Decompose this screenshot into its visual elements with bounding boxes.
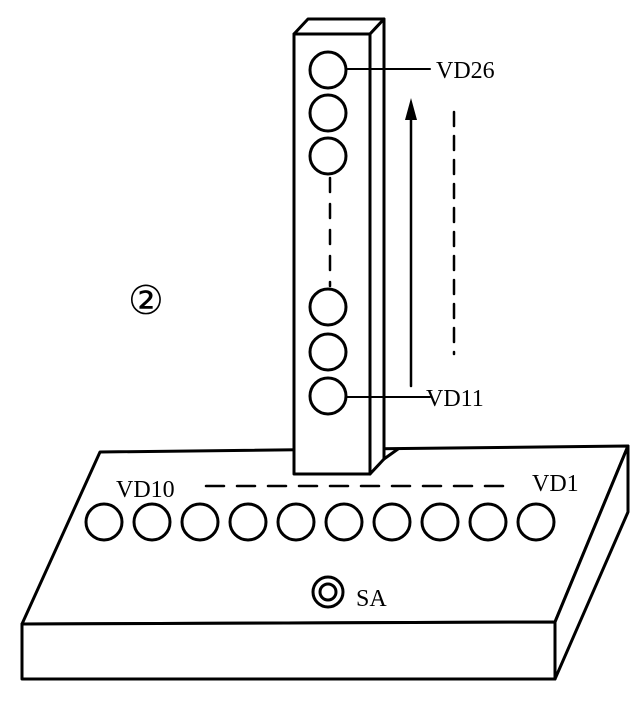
base-right-face [553,444,630,681]
column-leds-upper [308,50,348,176]
base-front-face [20,620,557,681]
led-column [308,287,348,327]
led-base [180,502,220,542]
led-base [276,502,316,542]
vd10-label: VD10 [116,477,175,503]
led-base [372,502,412,542]
led-base [132,502,172,542]
column-edge-line [382,447,400,461]
led-vd1 [516,502,556,542]
figure-marker: ② [128,278,164,324]
led-column [308,93,348,133]
up-arrow [405,98,417,388]
vd1-label: VD1 [532,471,579,497]
led-column [292,17,400,476]
led-base [324,502,364,542]
column-front-face [292,32,372,476]
column-right-face [368,17,386,476]
vd11-label: VD11 [426,386,484,412]
led-vd10 [84,502,124,542]
base-leds [84,502,556,542]
sa-switch [311,575,345,609]
vd26-label: VD26 [436,58,495,84]
led-base [420,502,460,542]
base-plate [20,444,630,681]
led-base [468,502,508,542]
sa-label: SA [356,586,387,612]
led-column [308,332,348,372]
led-base [228,502,268,542]
led-column [308,136,348,176]
